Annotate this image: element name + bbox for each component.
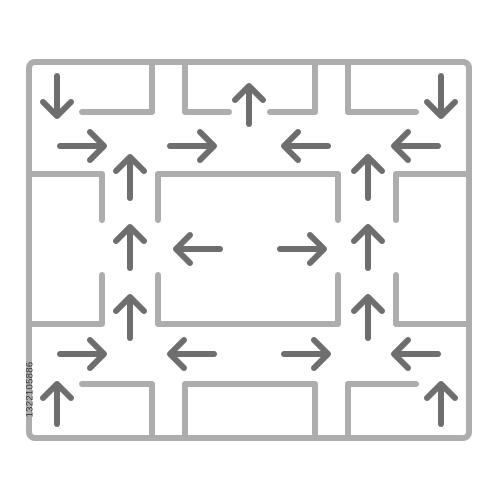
wall-top-center-right <box>267 59 318 115</box>
arrow-left-top-row-2-icon <box>391 129 441 163</box>
center-room-wall-top <box>155 171 341 223</box>
arrow-left-bottom-row-2-icon <box>391 337 441 371</box>
arrow-up-left-col-1-icon <box>113 154 147 201</box>
arrow-right-top-row-2-icon <box>167 129 217 163</box>
arrow-right-bottom-row-2-icon <box>281 337 331 371</box>
maze-walls <box>26 59 472 441</box>
wall-top-right-l <box>345 59 419 115</box>
wall-top-center-left <box>182 59 232 115</box>
arrow-left-bottom-row-1-icon <box>167 337 217 371</box>
arrow-right-bottom-row-1-icon <box>57 337 107 371</box>
wall-right-lower <box>393 272 472 327</box>
wall-bottom-right-l <box>345 381 419 437</box>
wall-left-lower <box>26 272 105 327</box>
arrow-up-bottom-left-icon <box>40 381 74 427</box>
arrow-up-left-col-2-icon <box>113 224 147 271</box>
wall-bottom-left-l <box>79 381 155 437</box>
arrow-up-top-center-icon <box>232 83 266 127</box>
arrow-right-top-row-1-icon <box>57 129 107 163</box>
arrow-up-right-col-1-icon <box>351 154 385 201</box>
wall-top-left-l <box>79 59 155 115</box>
arrow-down-top-right-icon <box>424 73 458 119</box>
arrow-up-right-col-2-icon <box>351 224 385 271</box>
arrow-up-right-col-3-icon <box>351 294 385 341</box>
outer-frame <box>26 59 472 441</box>
stock-image-id: 1322105886 <box>24 361 36 418</box>
center-room-wall-bottom <box>155 272 341 327</box>
arrow-down-top-left-icon <box>40 73 74 119</box>
arrow-up-left-col-3-icon <box>113 294 147 341</box>
arrow-left-top-row-1-icon <box>281 129 331 163</box>
wall-bottom-center <box>182 381 318 437</box>
wall-left-upper <box>26 171 105 223</box>
arrow-up-bottom-right-icon <box>424 381 458 427</box>
maze-arrows <box>40 73 458 427</box>
wall-right-upper <box>393 171 472 223</box>
arrow-left-center-icon <box>173 232 223 266</box>
arrow-right-center-icon <box>277 232 327 266</box>
